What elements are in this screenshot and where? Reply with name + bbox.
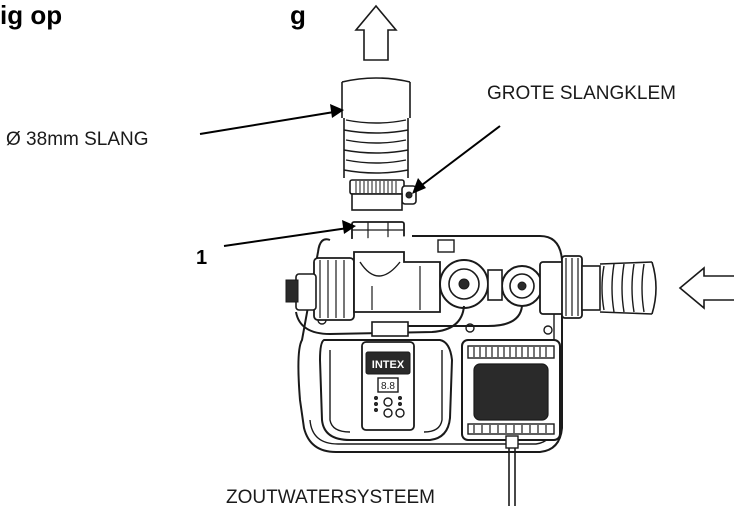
control-unit: INTEX 8.8 bbox=[318, 339, 454, 441]
right-inlet bbox=[539, 255, 657, 319]
brand-label: INTEX bbox=[372, 359, 405, 371]
port-coupler bbox=[487, 269, 503, 301]
left-port-fitting bbox=[285, 257, 355, 321]
sensor-port-left bbox=[439, 259, 489, 309]
title-fragment-left: ig op bbox=[0, 0, 62, 30]
hose-clamp bbox=[349, 179, 417, 211]
flow-arrow-left-icon bbox=[678, 266, 734, 310]
control-button-up-icon bbox=[383, 397, 393, 407]
title-fragment-right: g bbox=[290, 0, 306, 30]
t-pipe bbox=[353, 251, 441, 313]
display-readout: 8.8 bbox=[381, 381, 395, 392]
control-button-down-icon bbox=[383, 408, 393, 418]
sensor-cables bbox=[295, 305, 523, 337]
leader-lines bbox=[199, 111, 501, 247]
power-cord bbox=[508, 448, 516, 506]
leader-arrowheads bbox=[330, 104, 426, 234]
hose-label: Ø 38mm SLANG bbox=[6, 129, 149, 150]
clamp-label: GROTE SLANGKLEM bbox=[487, 83, 676, 104]
sensor-port-right bbox=[501, 265, 543, 307]
flow-arrow-up-icon bbox=[354, 4, 398, 61]
power-supply bbox=[461, 339, 561, 449]
hose bbox=[341, 77, 411, 178]
part-number-label: 1 bbox=[196, 247, 207, 269]
control-button-power-icon bbox=[395, 408, 405, 418]
system-label: ZOUTWATERSYSTEEM bbox=[226, 487, 435, 506]
